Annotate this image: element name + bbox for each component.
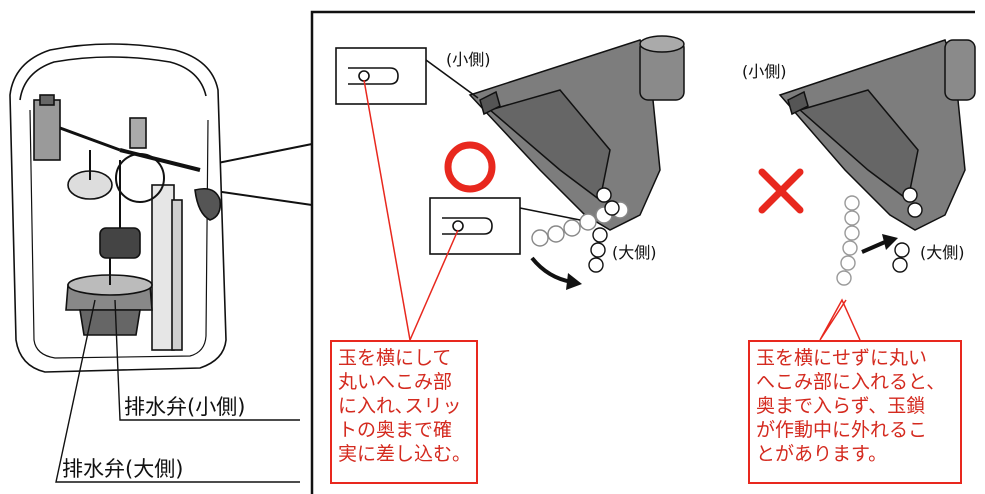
rotation-arrow — [530, 256, 573, 284]
label-large-side-correct: (大側) — [612, 243, 657, 262]
insert-arrow — [861, 240, 886, 254]
lever-part-wrong — [778, 39, 976, 231]
note-correct-line-5: 実に差し込む。 — [338, 443, 472, 465]
note-wrong: 玉を横にせずに丸い へこみ部に入れると、 奥まで入らず、玉鎖 が作動中に外れるこ… — [748, 340, 962, 484]
note-wrong-line-2: へこみ部に入れると、 — [756, 371, 946, 393]
label-drain-valve-large: 排水弁(大側) — [62, 457, 184, 481]
ng-symbol — [758, 168, 804, 214]
note-correct-line-1: 玉を横にして — [338, 347, 452, 369]
label-drain-valve-small: 排水弁(小側) — [124, 395, 246, 419]
note-correct-leaders — [363, 79, 459, 341]
note-wrong-line-1: 玉を横にせずに丸い — [756, 347, 928, 369]
label-large-side-wrong: (大側) — [920, 243, 965, 262]
ok-symbol — [444, 141, 496, 193]
inset-large-side — [429, 197, 581, 255]
note-wrong-line-5: とがあります。 — [756, 443, 888, 465]
zoom-circle — [115, 153, 165, 203]
label-small-side-wrong: (小側) — [742, 62, 787, 81]
ball-chain-wrong — [836, 195, 860, 286]
note-correct-line-2: 丸いへこみ部 — [338, 371, 453, 393]
toilet-tank-drawing — [9, 43, 227, 373]
valve-large-leader — [55, 299, 300, 483]
inset-small-side — [335, 47, 479, 105]
note-correct-line-4: トの奥まで確 — [338, 419, 453, 441]
note-wrong-line-4: が作動中に外れるこ — [756, 419, 928, 441]
zoom-panel-frame — [310, 10, 975, 494]
rotation-arrow-head — [566, 273, 582, 290]
insert-arrow-head — [882, 234, 898, 250]
ball-chain-correct-hanging — [588, 187, 620, 273]
note-correct-line-3: に入れ､スリッ — [338, 395, 462, 417]
note-correct: 玉を横にして 丸いへこみ部 に入れ､スリッ トの奥まで確 実に差し込む。 — [330, 340, 478, 484]
lever-part-correct — [468, 35, 685, 231]
note-wrong-leader — [819, 298, 861, 341]
label-small-side-correct: (小側) — [446, 50, 491, 69]
ball-chain-wrong-hanging — [892, 187, 923, 273]
note-wrong-line-3: 奥まで入らず、玉鎖 — [756, 395, 926, 417]
valve-small-leader — [114, 299, 300, 421]
